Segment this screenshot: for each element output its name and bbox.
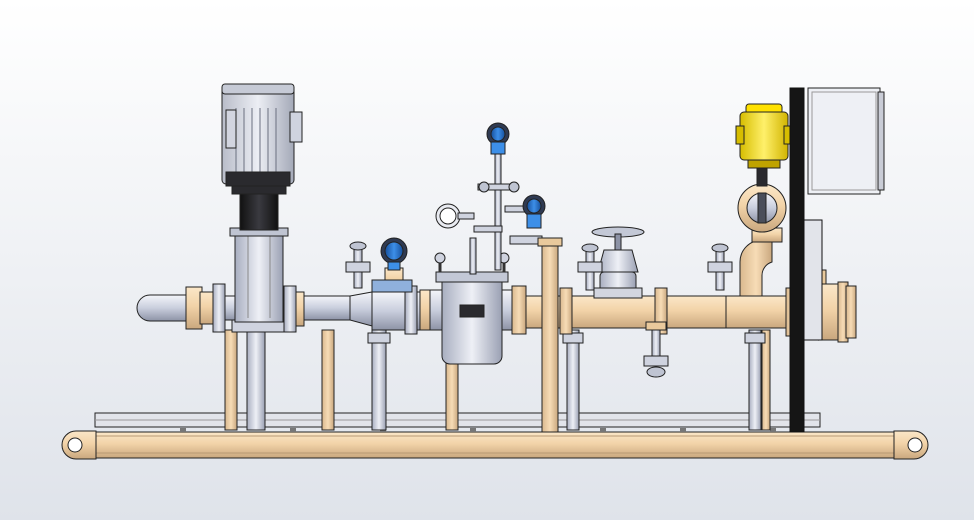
pressure-gauge-icon bbox=[435, 203, 475, 229]
vertical-inline-pump bbox=[221, 83, 305, 333]
control-cabinet-icon bbox=[807, 87, 885, 195]
strainer-icon bbox=[429, 252, 513, 365]
discharge-elbow bbox=[739, 227, 783, 297]
bypass-riser-pipe bbox=[537, 237, 563, 433]
pressure-transmitter-icon bbox=[486, 122, 510, 155]
lifting-lug-right bbox=[893, 430, 929, 460]
pressure-transmitter-icon bbox=[371, 237, 413, 293]
pump-motor-icon bbox=[221, 83, 303, 187]
isolation-valve-right bbox=[707, 243, 733, 291]
pressure-transmitter-icon bbox=[522, 194, 546, 229]
drain-valve bbox=[643, 321, 669, 378]
pipe-supports bbox=[224, 329, 771, 431]
isolation-valve-mid bbox=[577, 243, 603, 291]
gate-valve-icon bbox=[591, 226, 645, 299]
butterfly-valve-icon bbox=[737, 165, 787, 233]
cabinet-support-column bbox=[789, 87, 823, 433]
instrument-manifold bbox=[469, 149, 543, 275]
suction-inlet-pipe bbox=[136, 283, 236, 333]
lifting-lug-left bbox=[61, 430, 97, 460]
isolation-valve-left bbox=[345, 241, 371, 289]
valve-actuator-icon bbox=[735, 103, 793, 169]
